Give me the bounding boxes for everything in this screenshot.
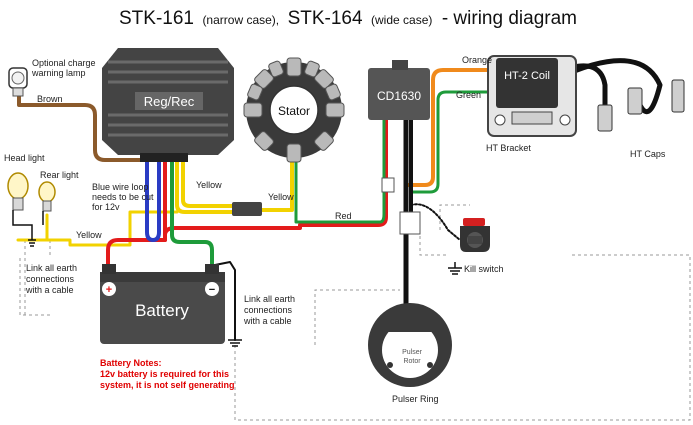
optional-lamp-label-2: warning lamp	[31, 68, 86, 78]
head-light-label: Head light	[4, 153, 45, 163]
coil-label: HT-2 Coil	[504, 70, 550, 82]
pulser-ring: Pulser Rotor	[368, 303, 452, 387]
orange-wire	[406, 68, 497, 187]
cdi-unit: CD1630	[368, 60, 430, 120]
kill-switch-wire	[410, 203, 461, 241]
blue-loop-label-1: Blue wire loop	[92, 182, 149, 192]
earth-left-label-2: connections	[26, 274, 75, 284]
blue-loop-label-2: needs to be cut	[92, 192, 154, 202]
yellow-lights-label: Yellow	[76, 230, 102, 240]
wires	[16, 58, 663, 341]
blue-loop-label-3: for 12v	[92, 202, 120, 212]
pulser-inner-text-1: Pulser	[402, 349, 423, 356]
yellow-connector	[232, 202, 262, 216]
green-wire-coil	[410, 90, 492, 194]
regrec-unit: Reg/Rec	[102, 48, 234, 162]
earth-left-label-1: Link all earth	[26, 263, 77, 273]
battery-earth-symbol	[228, 339, 242, 347]
green-label: Green	[456, 90, 481, 100]
yellow-wire-stator	[260, 158, 294, 212]
pulser-ring-label: Pulser Ring	[392, 394, 439, 404]
ht-coil: HT-2 Coil	[496, 58, 558, 108]
pulser-connector	[399, 211, 421, 235]
brown-label: Brown	[37, 94, 63, 104]
battery: + − Battery	[100, 264, 225, 344]
ht-bracket-label: HT Bracket	[486, 143, 531, 153]
rear-light-label: Rear light	[40, 170, 79, 180]
green-wire-stator	[294, 118, 386, 224]
earth-right-label-2: connections	[244, 305, 293, 315]
battery-notes-heading: Battery Notes:	[100, 358, 162, 368]
pulser-inner-text-2: Rotor	[403, 358, 421, 365]
stator: Stator	[243, 57, 345, 163]
ht-lead-2	[555, 58, 663, 115]
brown-wire	[17, 93, 142, 162]
battery-negative-terminal: −	[209, 284, 215, 296]
red-label: Red	[335, 211, 352, 221]
earth-left-label-3: with a cable	[25, 285, 74, 295]
battery-notes-line1: 12v battery is required for this	[100, 369, 229, 379]
yellow-wire-regrec	[175, 158, 234, 214]
light-earth-wires	[12, 210, 44, 247]
optional-lamp-label-1: Optional charge	[32, 58, 96, 68]
battery-label: Battery	[135, 301, 189, 320]
orange-label: Orange	[462, 55, 492, 65]
kill-switch-label: Kill switch	[464, 264, 504, 274]
red-wire-cdi	[163, 118, 388, 242]
cdi-label: CD1630	[377, 89, 421, 103]
yellow-label-1: Yellow	[196, 180, 222, 190]
earth-right-label-1: Link all earth	[244, 294, 295, 304]
diagram-title: STK-161 (narrow case), STK-164 (wide cas…	[119, 8, 577, 29]
warning-lamp	[8, 67, 28, 97]
kill-switch	[460, 218, 490, 252]
battery-earth-wire	[214, 261, 236, 341]
green-wire-regrec	[170, 158, 214, 270]
battery-notes-line2: system, it is not self generating	[100, 380, 235, 390]
ht-caps-label: HT Caps	[630, 149, 666, 159]
blue-wire-loop	[145, 158, 161, 242]
red-wire	[106, 158, 167, 270]
stator-label: Stator	[278, 104, 310, 118]
yellow-label-2: Yellow	[268, 192, 294, 202]
rear-light-bulb	[38, 181, 56, 212]
cdi-connector	[381, 177, 395, 193]
kill-switch-earth-symbol	[448, 262, 462, 275]
yellow-wire-regrec-2	[181, 158, 234, 208]
yellow-wire-lights	[16, 210, 179, 247]
regrec-label: Reg/Rec	[144, 94, 195, 109]
ht-caps	[597, 79, 685, 132]
battery-positive-terminal: +	[106, 284, 112, 296]
head-light-bulb	[7, 172, 29, 211]
earth-right-label-3: with a cable	[243, 316, 292, 326]
earth-link-dashed-lines	[19, 204, 691, 421]
